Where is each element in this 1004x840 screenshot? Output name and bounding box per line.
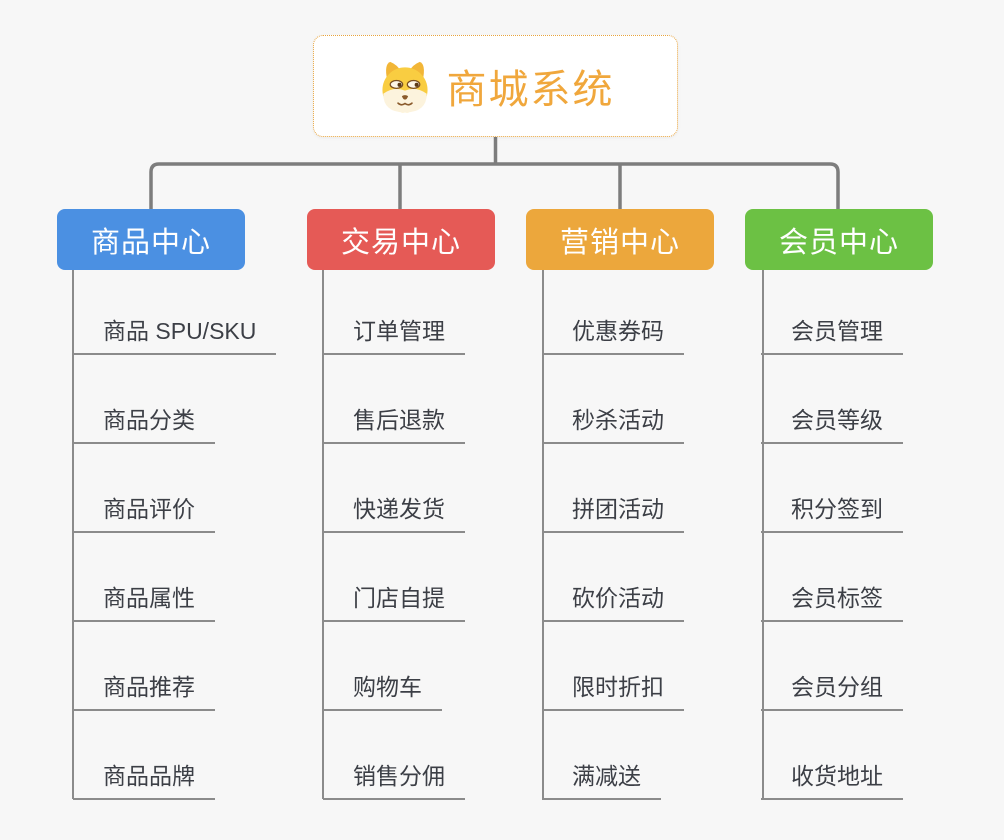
item-row: 限时折扣 (542, 622, 684, 711)
item-row: 门店自提 (323, 533, 465, 622)
item-row: 满减送 (542, 711, 661, 800)
item-row: 商品品牌 (73, 711, 215, 800)
item-row: 会员等级 (761, 355, 903, 444)
root-node[interactable]: 商城系统 (313, 35, 678, 137)
item-row: 商品属性 (73, 533, 215, 622)
branch-item[interactable]: 商品 SPU/SKU (73, 312, 277, 355)
item-row: 秒杀活动 (542, 355, 684, 444)
item-row: 销售分佣 (323, 711, 465, 800)
item-row: 积分签到 (761, 444, 903, 533)
branch-item[interactable]: 商品分类 (73, 401, 215, 444)
branch-item[interactable]: 商品推荐 (73, 668, 215, 711)
branch-label: 营销中心 (559, 226, 680, 259)
item-row: 拼团活动 (542, 444, 684, 533)
item-row: 会员分组 (761, 622, 903, 711)
item-row: 砍价活动 (542, 533, 684, 622)
branch-item[interactable]: 会员分组 (761, 668, 903, 711)
branch-label: 交易中心 (340, 226, 461, 259)
branch-box-trade-center[interactable]: 交易中心 (307, 209, 495, 270)
item-row: 会员标签 (761, 533, 903, 622)
branch-item[interactable]: 限时折扣 (542, 668, 684, 711)
branch-box-marketing-center[interactable]: 营销中心 (526, 209, 714, 270)
branch-box-member-center[interactable]: 会员中心 (745, 209, 933, 270)
item-row: 优惠券码 (542, 266, 684, 355)
branch-item[interactable]: 快递发货 (323, 490, 465, 533)
item-row: 快递发货 (323, 444, 465, 533)
branch-item[interactable]: 商品品牌 (73, 757, 215, 800)
dog-icon (381, 61, 428, 113)
item-row: 售后退款 (323, 355, 465, 444)
branch-item[interactable]: 秒杀活动 (542, 401, 684, 444)
root-title: 商城系统 (446, 68, 615, 112)
branch-item[interactable]: 优惠券码 (542, 312, 684, 355)
item-row: 会员管理 (761, 266, 903, 355)
branch-item[interactable]: 销售分佣 (323, 757, 465, 800)
item-row: 商品分类 (73, 355, 215, 444)
item-row: 收货地址 (761, 711, 903, 800)
branch-item[interactable]: 满减送 (542, 757, 661, 800)
branch-item[interactable]: 砍价活动 (542, 579, 684, 622)
branch-item[interactable]: 会员等级 (761, 401, 903, 444)
branch-item[interactable]: 订单管理 (323, 312, 465, 355)
branch-item[interactable]: 拼团活动 (542, 490, 684, 533)
branch-item[interactable]: 购物车 (323, 668, 442, 711)
item-row: 商品评价 (73, 444, 215, 533)
branch-item[interactable]: 商品属性 (73, 579, 215, 622)
branch-item[interactable]: 商品评价 (73, 490, 215, 533)
branch-item[interactable]: 收货地址 (761, 757, 903, 800)
item-row: 商品推荐 (73, 622, 215, 711)
branch-item[interactable]: 售后退款 (323, 401, 465, 444)
item-row: 商品 SPU/SKU (73, 266, 277, 355)
branch-item[interactable]: 会员管理 (761, 312, 903, 355)
branch-label: 商品中心 (90, 226, 211, 259)
branch-label: 会员中心 (778, 226, 899, 259)
branch-item[interactable]: 积分签到 (761, 490, 903, 533)
branch-box-product-center[interactable]: 商品中心 (57, 209, 245, 270)
branch-item[interactable]: 会员标签 (761, 579, 903, 622)
branch-item[interactable]: 门店自提 (323, 579, 465, 622)
item-row: 订单管理 (323, 266, 465, 355)
item-row: 购物车 (323, 622, 442, 711)
